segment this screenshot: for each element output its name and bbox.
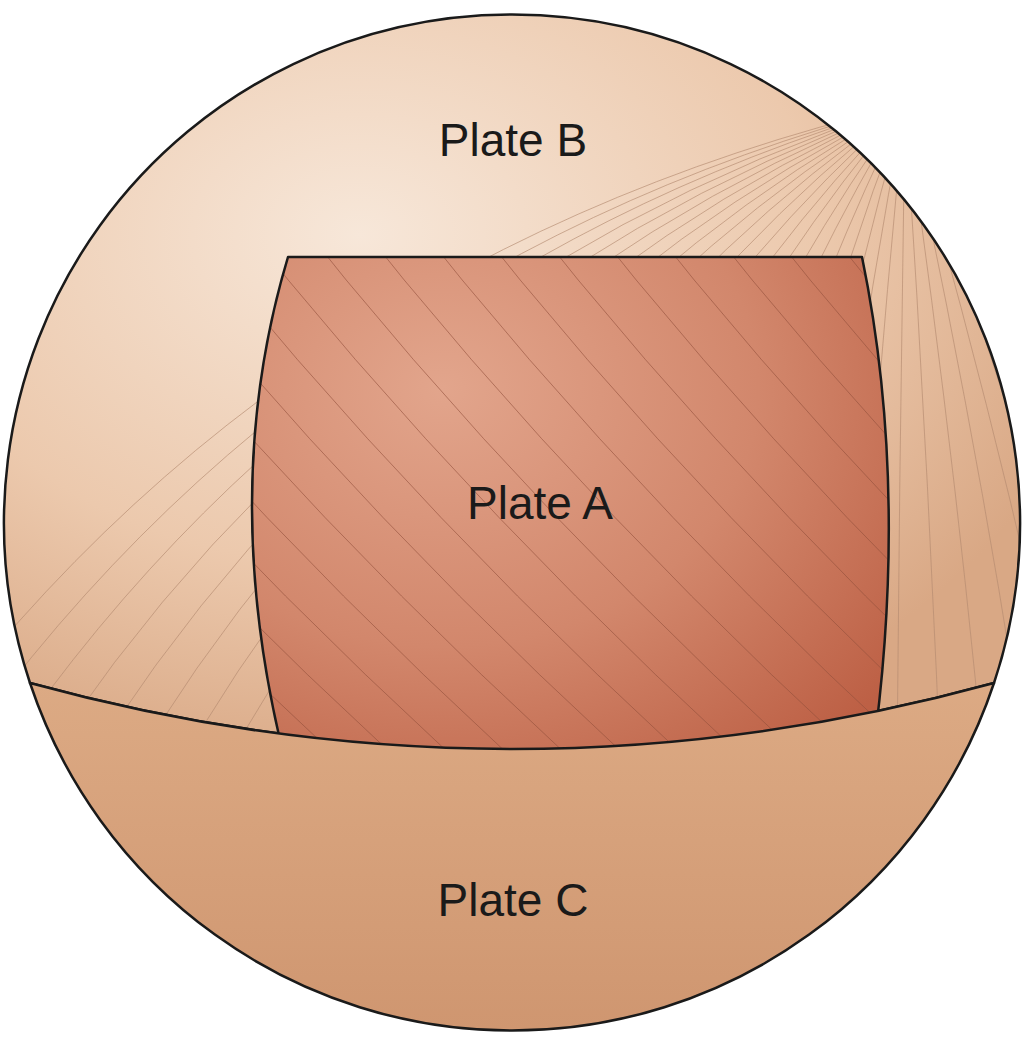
plate-outline — [0, 640, 1023, 1044]
plate-region: Plate A — [248, 257, 893, 780]
plate-c-cap — [30, 683, 994, 1031]
plate-region: Plate C — [0, 640, 1023, 1044]
plate-label-slot: Plate B — [439, 115, 587, 166]
plate-label-slot: Plate A — [467, 478, 613, 529]
plate-border — [30, 683, 994, 1031]
plate-border — [252, 257, 889, 780]
plate-name: Plate A — [467, 478, 613, 529]
hatch-line — [0, 200, 12, 830]
plate-label-slot: Plate C — [438, 875, 589, 926]
plate-a-region — [252, 257, 889, 780]
plate-name: Plate B — [439, 115, 587, 166]
plate-name: Plate C — [438, 875, 589, 926]
